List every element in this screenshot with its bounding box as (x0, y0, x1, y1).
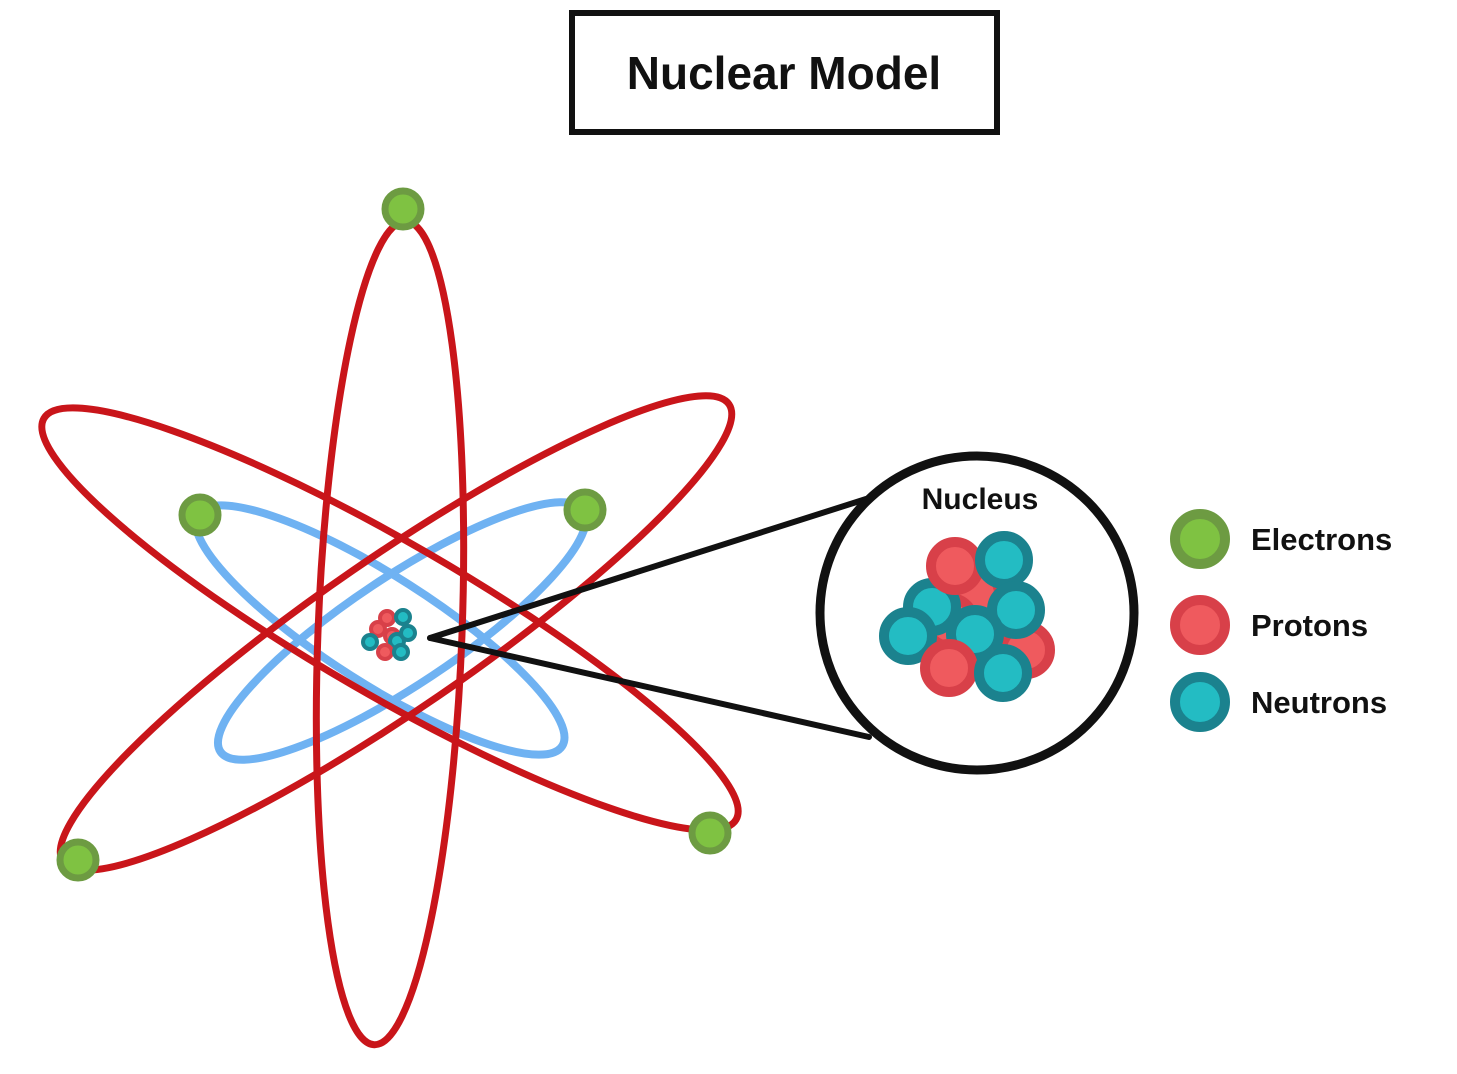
title-box: Nuclear Model (569, 10, 1000, 135)
neutron (987, 581, 1045, 639)
electron-right (563, 488, 607, 532)
proton (920, 639, 978, 697)
page-title: Nuclear Model (627, 47, 941, 99)
neutron-swatch-icon (1170, 672, 1230, 732)
neutron (361, 633, 379, 651)
electron-swatch-icon (1170, 509, 1230, 569)
electrons (56, 187, 732, 882)
nucleus-label: Nucleus (922, 483, 1039, 516)
electron-top (381, 187, 425, 231)
neutron (879, 607, 937, 665)
neutron (399, 624, 417, 642)
callout-line-lower (427, 635, 872, 740)
legend-item-electrons: Electrons (1170, 509, 1392, 569)
legend-label-protons: Protons (1251, 608, 1368, 643)
neutron (394, 608, 412, 626)
atom-nucleus (361, 608, 417, 661)
proton (369, 620, 387, 638)
proton (376, 643, 394, 661)
orbit-red-diagonal-down (38, 404, 742, 834)
electron-left (178, 493, 222, 537)
callout-line-upper (427, 496, 869, 641)
proton (926, 537, 984, 595)
electron-bottom-left (56, 838, 100, 882)
neutron (392, 643, 410, 661)
proton-swatch-icon (1170, 595, 1230, 655)
callout (427, 496, 872, 740)
legend-item-protons: Protons (1170, 595, 1368, 655)
magnified-nucleons (879, 531, 1055, 702)
neutron (975, 531, 1033, 589)
legend-label-electrons: Electrons (1251, 522, 1392, 557)
legend-item-neutrons: Neutrons (1170, 672, 1387, 732)
magnified-nucleus: Nucleus (815, 451, 1139, 775)
legend: Electrons Protons Neutrons (1170, 509, 1392, 732)
title-box-border (569, 10, 1000, 135)
electron-bottom-right (688, 811, 732, 855)
neutron (974, 644, 1032, 702)
legend-label-neutrons: Neutrons (1251, 685, 1387, 720)
proton (378, 609, 396, 627)
